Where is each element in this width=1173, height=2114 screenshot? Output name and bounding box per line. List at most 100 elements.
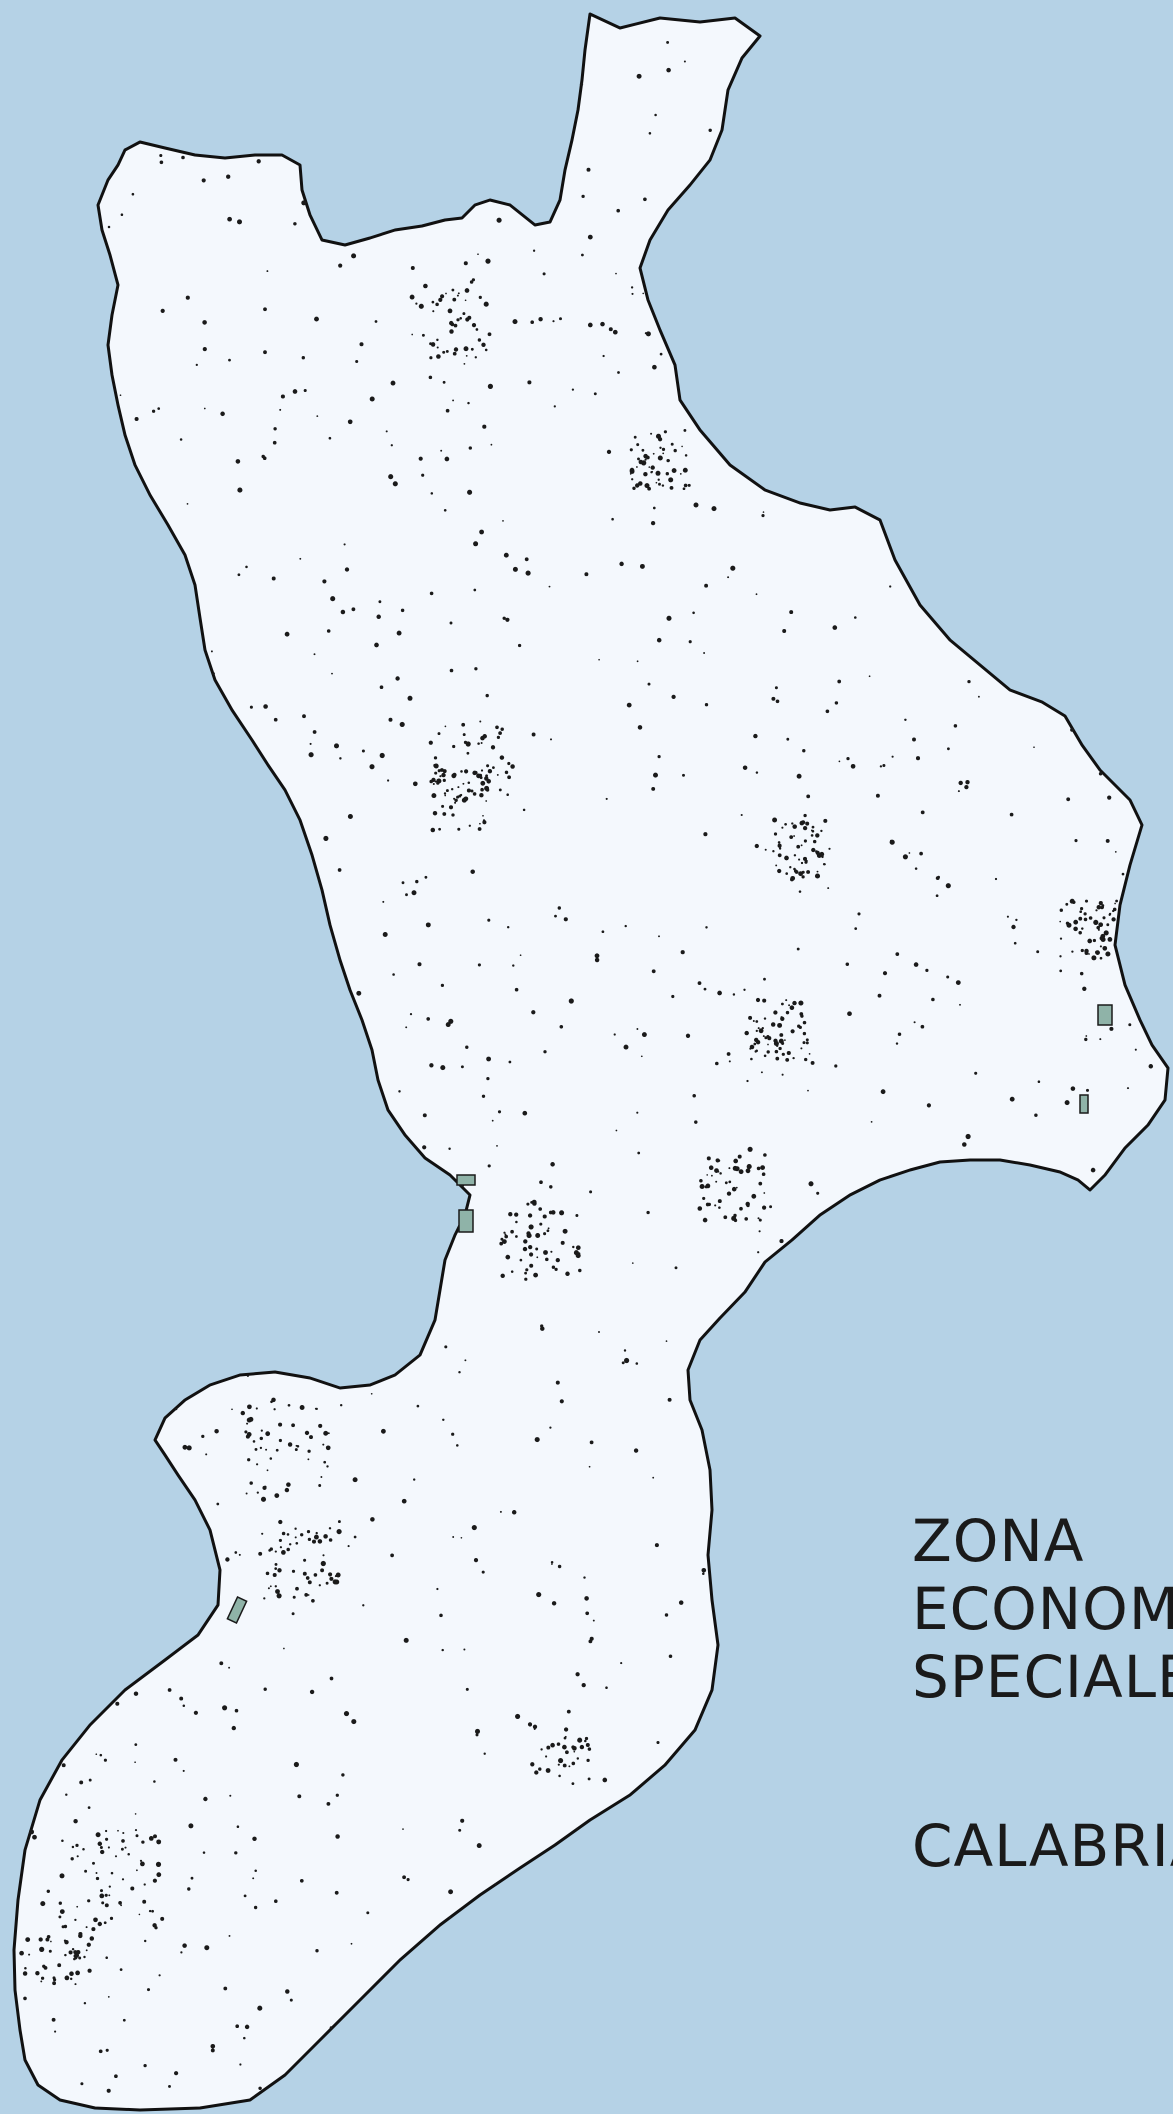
settlement-dot — [550, 1561, 554, 1564]
settlement-dot — [474, 667, 478, 671]
settlement-dot — [777, 853, 782, 858]
settlement-dot — [269, 1457, 273, 1460]
settlement-dot — [774, 686, 778, 690]
settlement-dot — [82, 1848, 85, 1851]
settlement-dot — [635, 466, 638, 468]
settlement-dot — [732, 993, 736, 996]
settlement-dot — [292, 389, 298, 394]
settlement-dot — [71, 1947, 75, 1951]
settlement-dot — [139, 1859, 143, 1862]
settlement-dot — [1033, 746, 1035, 748]
settlement-dot — [325, 1445, 331, 1451]
settlement-dot — [1059, 920, 1061, 923]
settlement-dot — [48, 1949, 52, 1953]
settlement-dot — [562, 1744, 567, 1750]
settlement-dot — [428, 740, 433, 745]
settlement-dot — [73, 1819, 78, 1824]
settlement-dot — [1078, 931, 1082, 935]
settlement-dot — [263, 1597, 266, 1600]
settlement-dot — [808, 1053, 811, 1055]
settlement-dot — [275, 1589, 280, 1594]
settlement-dot — [647, 682, 651, 686]
settlement-dot — [244, 2024, 250, 2030]
settlement-dot — [234, 1708, 239, 1713]
settlement-dot — [466, 788, 471, 793]
settlement-dot — [460, 770, 463, 773]
settlement-dot — [121, 1839, 125, 1843]
settlement-dot — [442, 1418, 445, 1422]
settlement-dot — [636, 443, 640, 447]
settlement-dot — [522, 1246, 528, 1252]
settlement-dot — [754, 1037, 759, 1043]
settlement-dot — [798, 858, 801, 861]
settlement-dot — [307, 1594, 310, 1596]
settlement-dot — [327, 1432, 330, 1435]
settlement-dot — [401, 881, 405, 885]
settlement-dot — [459, 793, 463, 797]
settlement-dot — [440, 1065, 446, 1071]
settlement-dot — [323, 1460, 327, 1464]
settlement-dot — [645, 331, 651, 337]
settlement-dot — [704, 1185, 708, 1189]
settlement-dot — [1073, 919, 1079, 925]
settlement-dot — [463, 796, 469, 802]
settlement-dot — [202, 320, 207, 325]
settlement-dot — [642, 292, 645, 295]
settlement-dot — [524, 1277, 528, 1281]
settlement-dot — [781, 826, 784, 829]
settlement-dot — [532, 1724, 538, 1729]
settlement-dot — [666, 40, 670, 44]
settlement-dot — [479, 529, 484, 535]
settlement-dot — [962, 1142, 967, 1147]
settlement-dot — [530, 320, 534, 324]
settlement-dot — [789, 1005, 795, 1010]
settlement-dot — [304, 1430, 310, 1436]
settlement-dot — [636, 660, 639, 663]
settlement-dot — [800, 1047, 803, 1050]
settlement-dot — [294, 1527, 297, 1530]
settlement-dot — [761, 514, 765, 518]
settlement-dot — [531, 1010, 536, 1015]
settlement-dot — [789, 835, 794, 839]
settlement-dot — [482, 819, 486, 822]
settlement-dot — [105, 1956, 108, 1959]
settlement-dot — [1066, 797, 1071, 802]
settlement-dot — [762, 511, 765, 513]
settlement-dot — [464, 288, 470, 293]
settlement-dot — [278, 1538, 282, 1542]
settlement-dot — [632, 486, 636, 490]
settlement-dot — [793, 867, 796, 871]
settlement-dot — [879, 765, 883, 768]
settlement-dot — [474, 1728, 481, 1734]
settlement-dot — [1098, 922, 1104, 928]
settlement-dot — [156, 1872, 162, 1878]
settlement-dot — [463, 261, 468, 266]
settlement-dot — [553, 405, 556, 408]
settlement-dot — [683, 60, 686, 63]
settlement-dot — [480, 769, 484, 772]
settlement-dot — [134, 416, 139, 422]
settlement-dot — [263, 1485, 267, 1489]
settlement-dot — [411, 333, 414, 336]
settlement-dot — [496, 735, 500, 740]
settlement-dot — [802, 1020, 807, 1025]
settlement-dot — [449, 320, 454, 326]
settlement-dot — [361, 749, 365, 753]
settlement-dot — [1134, 1048, 1137, 1051]
settlement-dot — [791, 822, 794, 825]
settlement-dot — [449, 668, 454, 673]
settlement-dot — [802, 1041, 806, 1045]
settlement-dot — [244, 1430, 248, 1434]
settlement-dot — [1093, 919, 1099, 925]
settlement-dot — [581, 253, 584, 257]
settlement-dot — [711, 506, 717, 512]
settlement-dot — [551, 1601, 557, 1606]
settlement-dot — [350, 1942, 353, 1945]
settlement-dot — [705, 926, 708, 929]
settlement-dot — [611, 517, 614, 521]
settlement-dot — [297, 1794, 302, 1799]
settlement-dot — [958, 780, 963, 786]
settlement-dot — [421, 473, 425, 477]
settlement-dot — [416, 1404, 420, 1408]
settlement-dot — [73, 1957, 76, 1961]
